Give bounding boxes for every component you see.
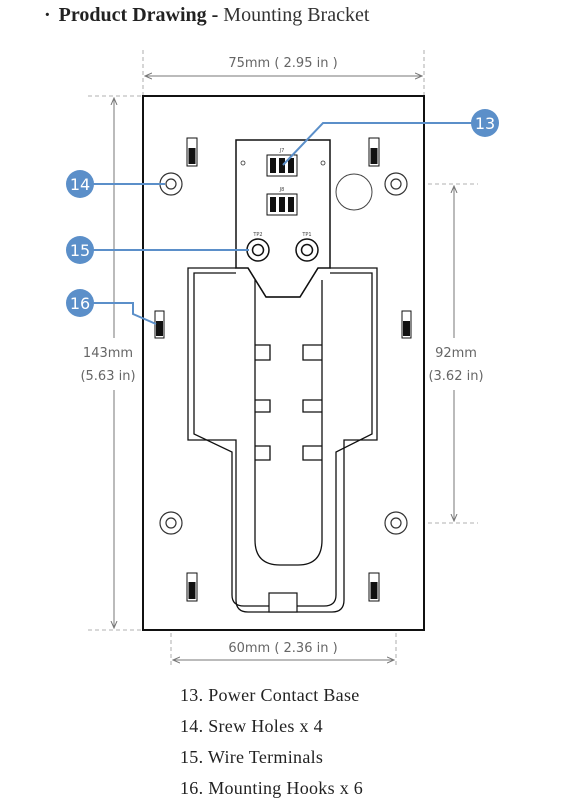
- callout-16-leader: [93, 302, 157, 325]
- board-label-tp2: TP2: [252, 232, 262, 238]
- screw-hole-top-left: [159, 172, 183, 196]
- callout-15: 15: [66, 236, 94, 264]
- mounting-hook-bottom-left: [186, 572, 198, 602]
- svg-text:13: 13: [475, 114, 495, 133]
- screw-hole-bottom-left: [159, 511, 183, 535]
- callout-14: 14: [66, 170, 94, 198]
- mounting-hook-top-left: [186, 137, 198, 167]
- board-label-tp1: TP1: [301, 232, 311, 238]
- left-height-in: (5.63 in): [80, 369, 135, 384]
- wire-terminal-tp2: [246, 238, 270, 262]
- svg-text:14: 14: [70, 175, 90, 194]
- svg-text:16: 16: [70, 294, 90, 313]
- callout-16: 16: [66, 289, 94, 317]
- power-contact-base: J7 J8 TP2 TP1: [235, 139, 331, 298]
- left-height-mm: 143mm: [83, 346, 133, 361]
- title-bold: Product Drawing -: [58, 4, 219, 26]
- screw-hole-top-right: [384, 172, 408, 196]
- parts-legend: 13. Power Contact Base 14. Srew Holes x …: [180, 680, 363, 804]
- top-width-label: 75mm ( 2.95 in ): [228, 56, 337, 71]
- legend-item-13: 13. Power Contact Base: [180, 685, 360, 705]
- wire-terminal-tp1: [295, 238, 319, 262]
- title-subtitle: Mounting Bracket: [223, 4, 370, 26]
- right-height-in: (3.62 in): [428, 369, 483, 384]
- dimension-right-height: 92mm (3.62 in): [407, 183, 484, 524]
- legend-item-16: 16. Mounting Hooks x 6: [180, 778, 364, 798]
- mounting-hook-mid-left: [154, 310, 165, 339]
- dimension-top-width: 75mm ( 2.95 in ): [142, 50, 425, 95]
- page-title: · Product Drawing - Mounting Bracket: [44, 4, 369, 27]
- bottom-tab: [268, 592, 298, 613]
- svg-text:15: 15: [70, 241, 90, 260]
- legend-item-15: 15. Wire Terminals: [180, 747, 324, 767]
- screw-hole-bottom-right: [384, 511, 408, 535]
- cable-opening: [335, 173, 373, 211]
- callout-13-leader: [282, 122, 474, 166]
- callout-13: 13: [471, 109, 499, 137]
- mounting-hook-top-right: [368, 137, 380, 167]
- right-height-mm: 92mm: [435, 346, 477, 361]
- title-bullet: ·: [44, 4, 51, 26]
- legend-item-14: 14. Srew Holes x 4: [180, 716, 323, 736]
- board-label-j8: J8: [279, 187, 285, 193]
- mounting-hook-mid-right: [401, 310, 412, 339]
- dimension-left-height: 143mm (5.63 in): [80, 95, 143, 631]
- board-label-j7: J7: [279, 148, 285, 154]
- bottom-width-label: 60mm ( 2.36 in ): [228, 641, 337, 656]
- mounting-hook-bottom-right: [368, 572, 380, 602]
